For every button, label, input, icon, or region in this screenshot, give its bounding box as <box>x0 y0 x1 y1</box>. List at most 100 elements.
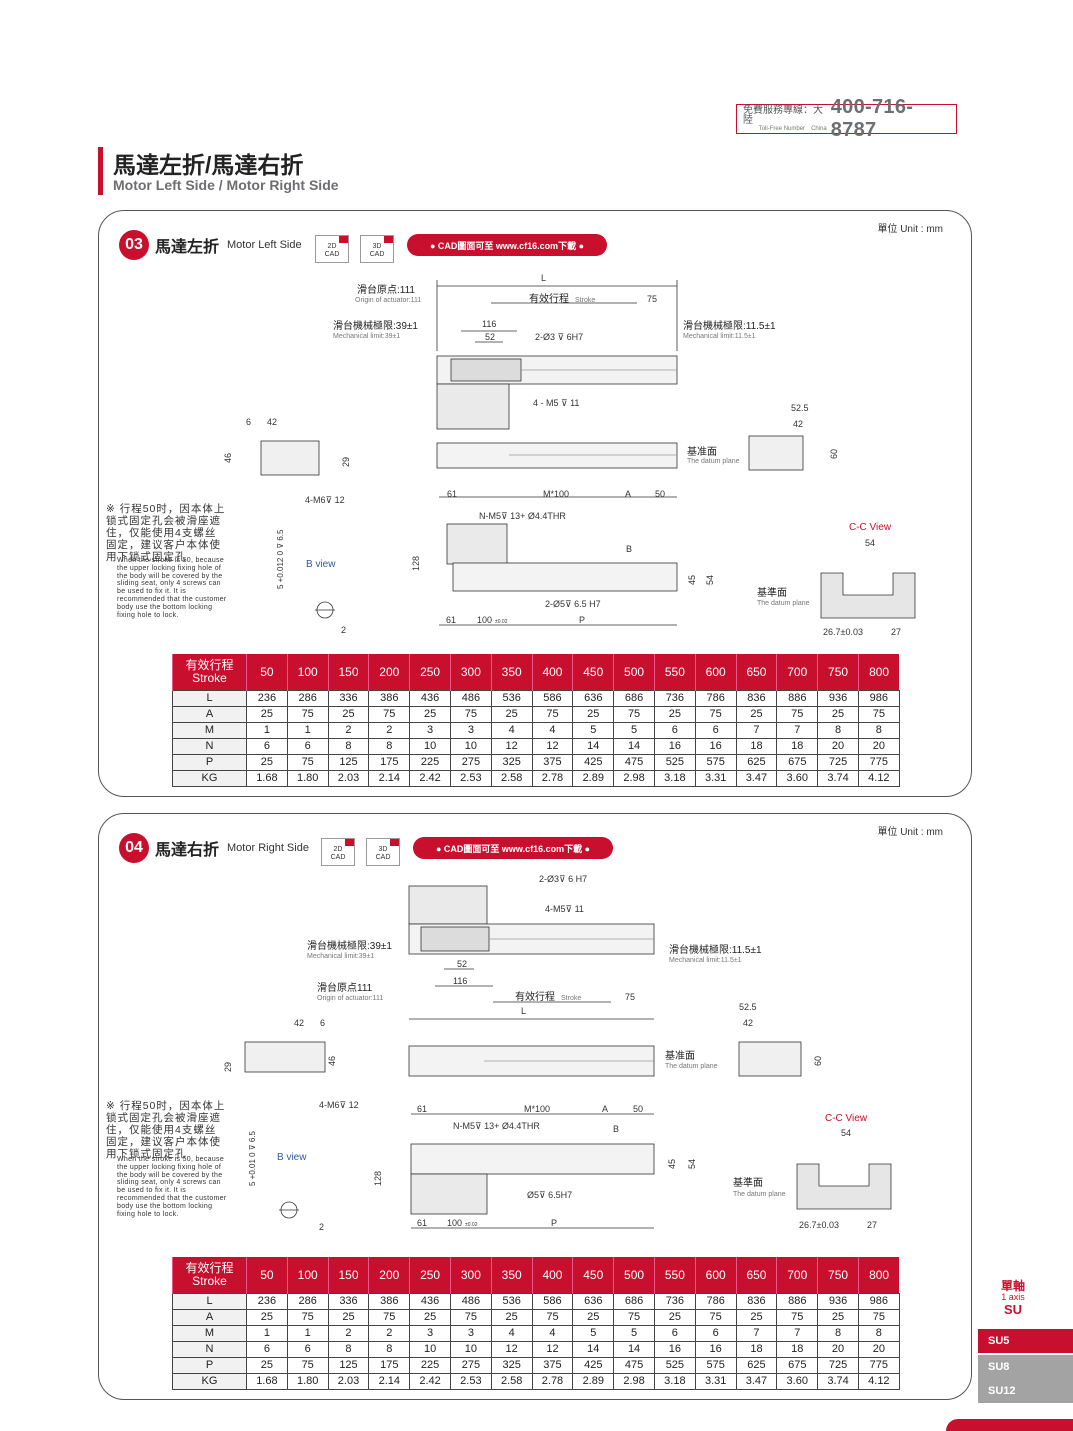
corner-decoration <box>946 1419 1073 1431</box>
mech-limit-right-en: Mechanical limit:11.5±1 <box>669 957 742 964</box>
dim-2: 2 <box>341 625 346 635</box>
cc-dim-27: 27 <box>891 627 901 637</box>
table-cell: 936 <box>817 1292 859 1310</box>
hole-callout-bottom: Ø5⊽ 6.5H7 <box>527 1190 572 1200</box>
table-cell: 8 <box>327 1340 370 1358</box>
dim-42b: 42 <box>743 1018 753 1028</box>
cc-dim-26-7: 26.7±0.03 <box>799 1220 839 1230</box>
hotline-region: China <box>811 126 827 132</box>
cc-dim-54: 54 <box>865 538 875 548</box>
table-cell: 2.42 <box>409 1372 451 1390</box>
table-cell: 25 <box>817 1308 859 1326</box>
table-cell: 18 <box>776 737 819 755</box>
table-cell: 25 <box>572 1308 615 1326</box>
thread-callout-m5: 4-M5⊽ 11 <box>545 904 584 914</box>
hotline-number[interactable]: 400-716-8787 <box>830 96 914 141</box>
dim-100-tol: ±0.02 <box>495 619 508 625</box>
table-cell: 7 <box>776 1324 819 1342</box>
section-header: 04 馬達右折 Motor Right Side <box>119 833 309 863</box>
table-cell: 4.12 <box>857 1372 900 1390</box>
table-cell: 4 <box>531 1324 574 1342</box>
table-cell: 2 <box>368 1324 411 1342</box>
cc-dim-26-7: 26.7±0.03 <box>823 627 863 637</box>
table-cell: 6 <box>286 1340 329 1358</box>
unit-label: 單位 Unit : mm <box>877 224 943 235</box>
table-cell: 1 <box>286 1324 329 1342</box>
row-label: P <box>172 1356 247 1374</box>
b-view-tolerance: 5 +0.01 0 ⊽ 6.5 <box>248 1130 257 1186</box>
table-cell: 786 <box>694 1292 737 1310</box>
table-cell: 2 <box>368 721 411 739</box>
table-cell: 18 <box>735 737 778 755</box>
table-cell: 25 <box>409 1308 451 1326</box>
table-cell: 2.58 <box>490 769 533 787</box>
table-cell: 3.60 <box>776 769 819 787</box>
table-cell: 525 <box>653 753 696 771</box>
dim-46: 46 <box>223 453 233 463</box>
table-cell: 75 <box>531 1308 574 1326</box>
thread-callout-n-m5: N-M5⊽ 13+ Ø4.4THR <box>479 511 566 521</box>
cad-download-link[interactable]: ● CAD圖面可至 www.cf16.com下載 ● <box>413 837 613 859</box>
dim-A: A <box>625 489 631 499</box>
table-cell: 25 <box>572 705 615 723</box>
table-cell: 25 <box>735 1308 778 1326</box>
table-cell: 18 <box>735 1340 778 1358</box>
dim-100: 100 <box>477 615 492 625</box>
table-cell: 75 <box>286 1308 329 1326</box>
section-motor-right: 單位 Unit : mm 04 馬達右折 Motor Right Side 2D… <box>98 813 972 1400</box>
dim-75: 75 <box>647 294 657 304</box>
table-cell: 586 <box>531 689 574 707</box>
page-subtitle: Motor Left Side / Motor Right Side <box>113 177 339 193</box>
table-cell: 475 <box>613 753 655 771</box>
mech-limit-left-en: Mechanical limit:39±1 <box>333 333 400 340</box>
table-cell: 2.78 <box>531 769 574 787</box>
sidebar-tab-su5[interactable]: SU5 <box>978 1329 1073 1353</box>
table-cell: 25 <box>327 1308 370 1326</box>
dim-42b: 42 <box>793 419 803 429</box>
table-cell: 125 <box>327 1356 370 1374</box>
datum-label-en: The datum plane <box>665 1063 718 1070</box>
table-cell: 636 <box>572 689 615 707</box>
sidebar-tab-su12[interactable]: SU12 <box>978 1379 1073 1403</box>
table-cell: 20 <box>817 1340 859 1358</box>
dim-54: 54 <box>705 575 715 585</box>
hole-callout-top: 2-Ø3⊽ 6 H7 <box>539 874 587 884</box>
dim-P: P <box>579 615 585 625</box>
table-cell: 12 <box>531 737 574 755</box>
table-cell: 3.31 <box>694 1372 737 1390</box>
dim-52-5: 52.5 <box>739 1002 757 1012</box>
dim-m100: M*100 <box>524 1104 550 1114</box>
table-cell: 10 <box>449 1340 492 1358</box>
section-number: 03 <box>119 230 149 260</box>
cad-download-link[interactable]: ● CAD圖面可至 www.cf16.com下載 ● <box>407 234 607 256</box>
origin-label: 滑台原点:111 <box>357 283 415 296</box>
dim-52: 52 <box>457 959 467 969</box>
dim-60: 60 <box>829 449 839 459</box>
table-cell: 686 <box>613 689 655 707</box>
dim-42a: 42 <box>294 1018 304 1028</box>
table-cell: 125 <box>327 753 370 771</box>
dim-61: 61 <box>417 1104 427 1114</box>
mech-limit-left: 滑台機械極限:39±1 <box>333 319 418 332</box>
table-cell: 736 <box>653 1292 696 1310</box>
table-cell: 75 <box>694 1308 737 1326</box>
table-cell: 6 <box>246 737 288 755</box>
table-cell: 8 <box>817 1324 859 1342</box>
hotline-label: 免費服務專線：大陸 <box>743 105 823 126</box>
sidebar-tab-su8[interactable]: SU8 <box>978 1355 1073 1379</box>
table-cell: 25 <box>653 705 696 723</box>
